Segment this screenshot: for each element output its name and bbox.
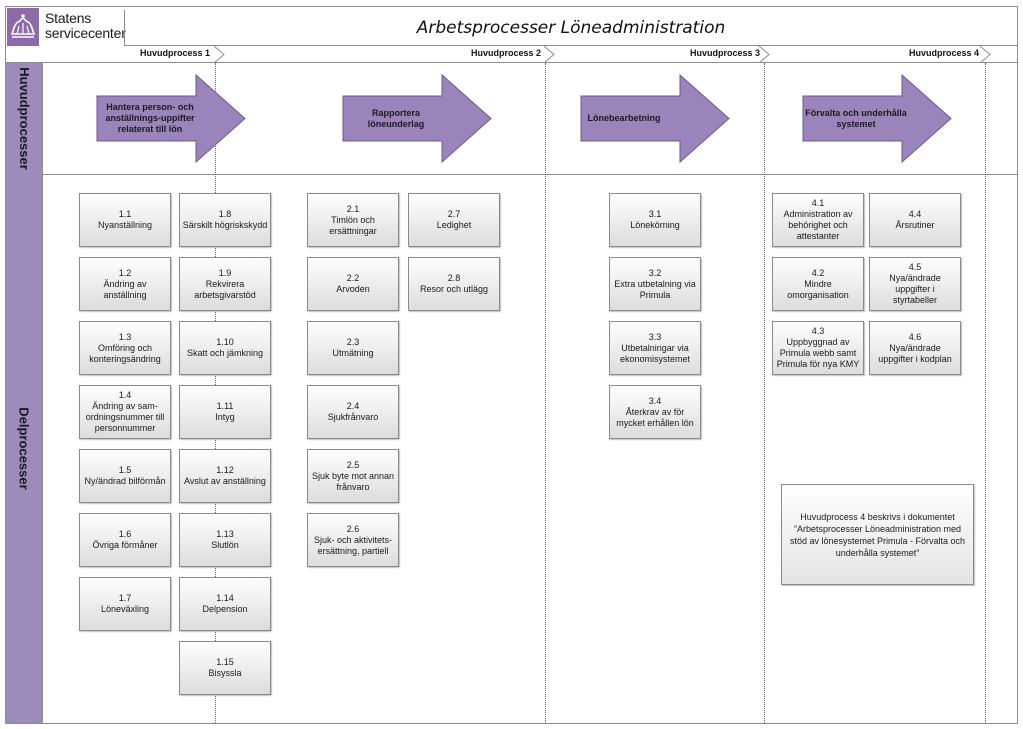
phase-divider-2 [545, 63, 546, 723]
phase-chevrons [213, 46, 991, 63]
lane-label-main-text: Huvudprocesser [16, 67, 32, 170]
main-process-arrow-3: Lönebearbetning [580, 74, 730, 163]
lane-separator [42, 174, 1017, 175]
main-process-label-1: Hantera person- och anställnings-uppifte… [105, 102, 195, 134]
title-box: Arbetsprocesser Löneadministration [124, 10, 1017, 46]
main-process-arrow-2: Rapportera löneunderlag [342, 74, 492, 163]
main-process-label-3: Lönebearbetning [587, 113, 661, 123]
diagram-title: Arbetsprocesser Löneadministration [416, 17, 726, 38]
logo-line-2: servicecenter [45, 25, 126, 41]
phase-label-3: Huvudprocess 3 [690, 48, 761, 58]
lane-label-main: Huvudprocesser [6, 63, 42, 174]
main-process-label-4: Förvalta och underhålla systemet [805, 107, 907, 129]
process-4-note: Huvudprocess 4 beskrivs i dokumentet ”Ar… [781, 484, 974, 585]
crown-icon [7, 8, 39, 46]
phase-divider-4 [985, 63, 986, 723]
phase-label-1: Huvudprocess 1 [140, 48, 211, 58]
main-process-arrow-1: Hantera person- och anställnings-uppifte… [96, 74, 246, 163]
phase-label-4: Huvudprocess 4 [909, 48, 980, 58]
lane-label-sub: Delprocesser [6, 174, 42, 723]
logo-wordmark: Statens servicecenter [45, 11, 126, 41]
logo: Statens servicecenter [7, 8, 126, 48]
phase-label-2: Huvudprocess 2 [471, 48, 542, 58]
main-process-label-2: Rapportera löneunderlag [367, 107, 425, 129]
lane-label-sub-text: Delprocesser [16, 407, 32, 490]
phase-divider-3 [764, 63, 765, 723]
phase-bar: Huvudprocess 1 Huvudprocess 2 Huvudproce… [6, 46, 1017, 63]
lane-left-border [42, 63, 43, 723]
main-process-arrow-4: Förvalta och underhålla systemet [802, 74, 952, 163]
logo-line-1: Statens [45, 10, 92, 26]
